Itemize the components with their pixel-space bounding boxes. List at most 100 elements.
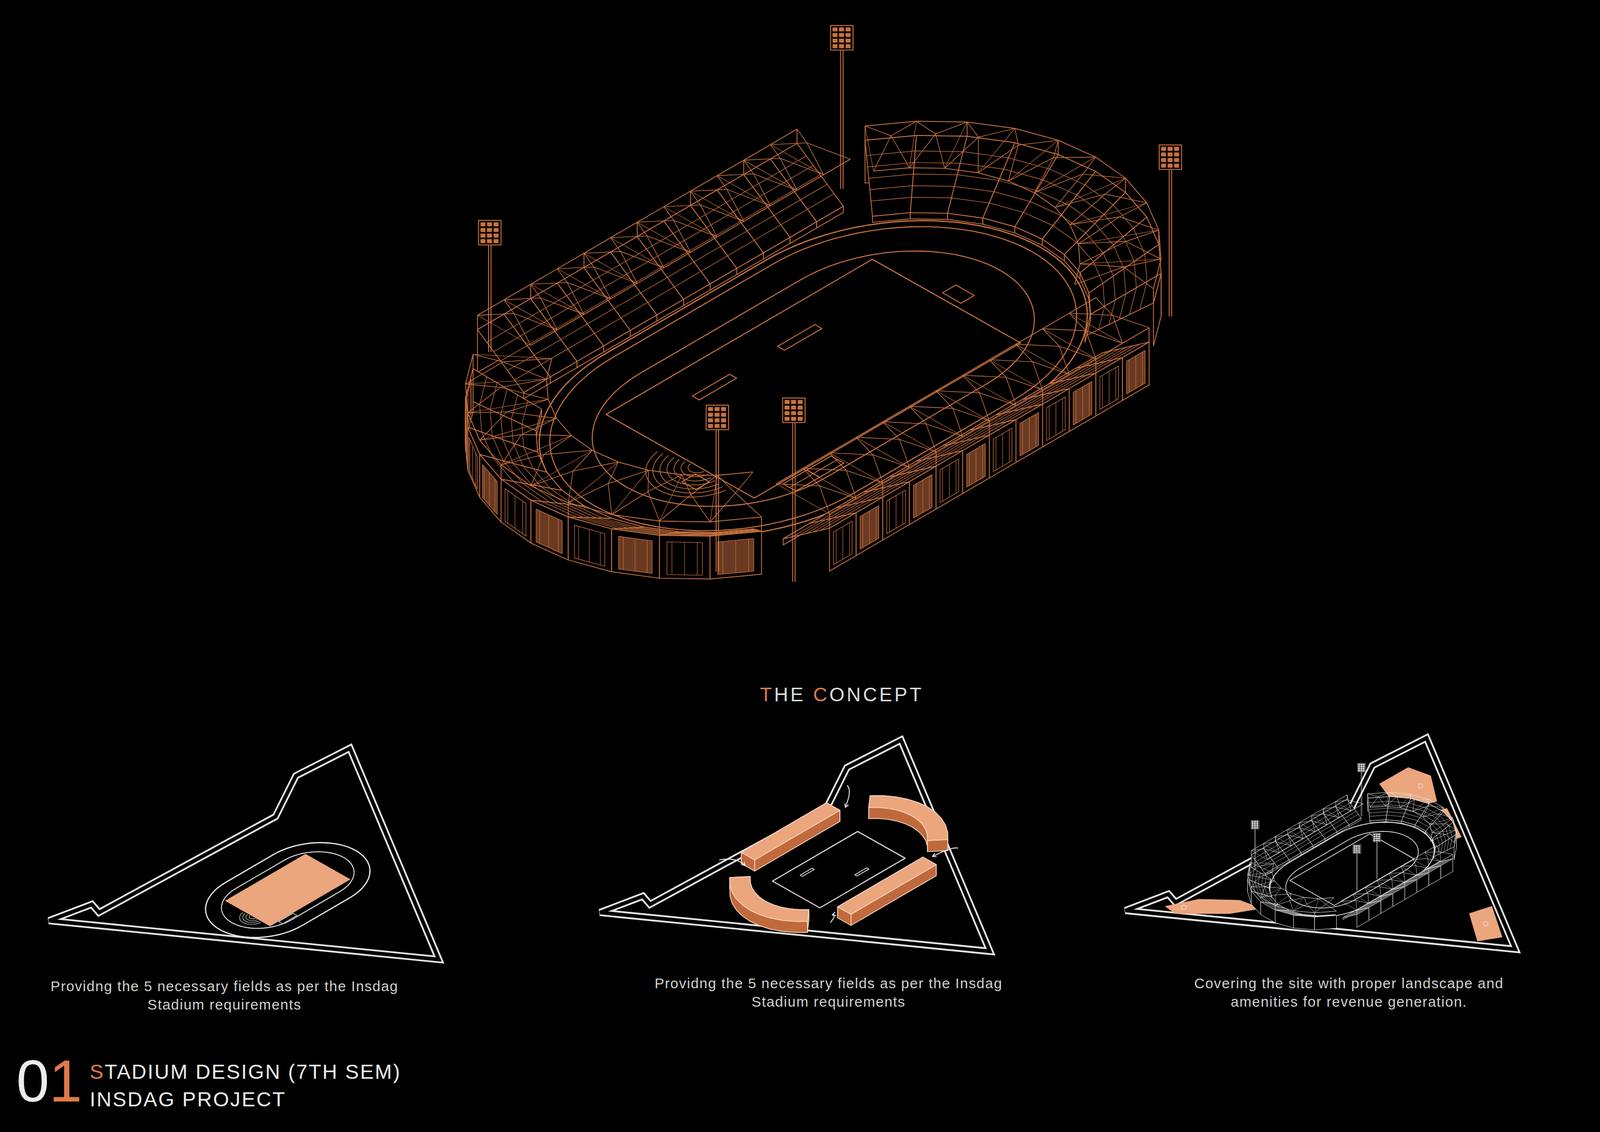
facade-line	[489, 473, 490, 506]
roof-truss	[873, 135, 910, 172]
floodlight-lamp	[838, 38, 844, 43]
stand-front-wall	[1401, 821, 1416, 827]
roof-column	[477, 315, 479, 330]
floodlight-lamp	[797, 417, 803, 421]
text-part: TADIUM DESIGN (7TH SEM)	[104, 1060, 402, 1083]
roof-truss	[1323, 808, 1340, 818]
floodlight-lamp	[1353, 849, 1356, 851]
floodlight-pole	[1356, 851, 1357, 891]
equipment-box	[682, 473, 710, 490]
flow-arrowhead	[932, 852, 937, 857]
facade-line	[942, 468, 943, 501]
facade-line	[889, 499, 890, 532]
roof-truss	[989, 359, 1043, 390]
roof-edge	[1247, 862, 1337, 913]
floodlight-pole	[1357, 851, 1358, 891]
stand-outer-wall	[479, 454, 502, 523]
roof-truss	[647, 470, 682, 492]
roof-truss	[1364, 886, 1381, 897]
roof-truss	[637, 222, 691, 253]
roof-truss	[540, 298, 584, 330]
facade-line	[1108, 371, 1110, 404]
floodlight-lamp	[487, 227, 493, 232]
facade-panel	[482, 464, 498, 515]
roof-truss	[989, 343, 1033, 362]
facade-panel	[940, 459, 959, 503]
floodlight-lamp	[1353, 851, 1356, 853]
floodlight-lamp	[1375, 833, 1378, 836]
front-stands	[464, 297, 1150, 579]
facade-line	[539, 510, 540, 544]
roof-truss	[1264, 880, 1281, 888]
field-event-arc	[239, 912, 261, 925]
roof-truss	[1400, 799, 1415, 812]
roof-truss	[583, 253, 638, 284]
roof-truss	[1112, 314, 1150, 344]
roof-truss	[1105, 178, 1147, 203]
roof-truss	[1412, 852, 1428, 859]
stand-outer-wall	[829, 512, 856, 571]
stand-outer-wall	[1440, 858, 1453, 879]
floodlight-lamp	[714, 423, 720, 428]
roof-truss	[1042, 328, 1096, 359]
field-marking	[777, 324, 822, 351]
floodlight-lamp	[1373, 833, 1376, 836]
roof-truss	[513, 313, 558, 346]
roof-truss	[568, 483, 613, 515]
roof-column	[1443, 807, 1444, 812]
floodlight-lamp	[1358, 849, 1360, 851]
track-outline	[221, 851, 355, 928]
stand-outer-wall	[1247, 879, 1252, 904]
roof-edge	[1267, 803, 1363, 860]
roof-truss	[1259, 872, 1275, 881]
floodlight-lamp	[1358, 851, 1360, 853]
floodlight-lamp	[1161, 152, 1167, 157]
facade-line	[548, 515, 550, 548]
facade-line	[896, 495, 897, 528]
floodlight-lamp	[845, 33, 851, 38]
roof-truss	[865, 120, 917, 136]
floodlight-pole	[842, 45, 844, 189]
roof-truss	[856, 421, 900, 440]
roof-truss	[1015, 128, 1059, 146]
floodlight-lamp	[1174, 158, 1180, 163]
roof-truss	[1422, 813, 1439, 825]
stand-outer-wall	[1016, 403, 1043, 463]
stand-front-wall	[577, 345, 604, 368]
roof-column	[1452, 853, 1453, 859]
roof-truss	[473, 354, 553, 359]
floodlight-lamp	[1254, 824, 1256, 827]
roof-truss	[465, 354, 503, 384]
stand-outer-wall	[1428, 865, 1441, 886]
facade-panel	[1019, 412, 1039, 456]
seat-row	[867, 162, 1137, 315]
facade-line	[623, 537, 624, 570]
facade-line	[634, 538, 636, 572]
field-marking	[692, 373, 737, 400]
roof-truss	[1082, 157, 1126, 179]
roof-truss	[1318, 897, 1334, 905]
stand-front-wall	[1300, 845, 1314, 855]
stand-outer-wall	[1122, 342, 1150, 401]
floodlight-lamp	[493, 239, 499, 244]
stand-front-wall	[657, 299, 684, 322]
roof-truss	[1042, 313, 1087, 331]
facade-line	[849, 522, 850, 555]
floodlight-lamp	[1251, 821, 1254, 823]
floodlight-lamp	[1167, 147, 1173, 151]
stand-front-wall	[1289, 852, 1302, 862]
floodlight-pole	[1375, 839, 1377, 879]
track-outline	[205, 842, 371, 938]
floodlight-lamp	[1360, 765, 1362, 768]
roof-column	[658, 521, 660, 536]
roof-truss	[530, 284, 584, 315]
stand-front-wall	[1064, 254, 1081, 279]
roof-column	[1152, 288, 1154, 304]
field-event-arc	[645, 451, 727, 497]
site-boundary	[48, 747, 439, 960]
roof-truss	[1263, 836, 1277, 844]
roof-edge	[1370, 806, 1433, 842]
floodlight-lamp	[714, 407, 720, 412]
roof-column	[1356, 910, 1358, 915]
